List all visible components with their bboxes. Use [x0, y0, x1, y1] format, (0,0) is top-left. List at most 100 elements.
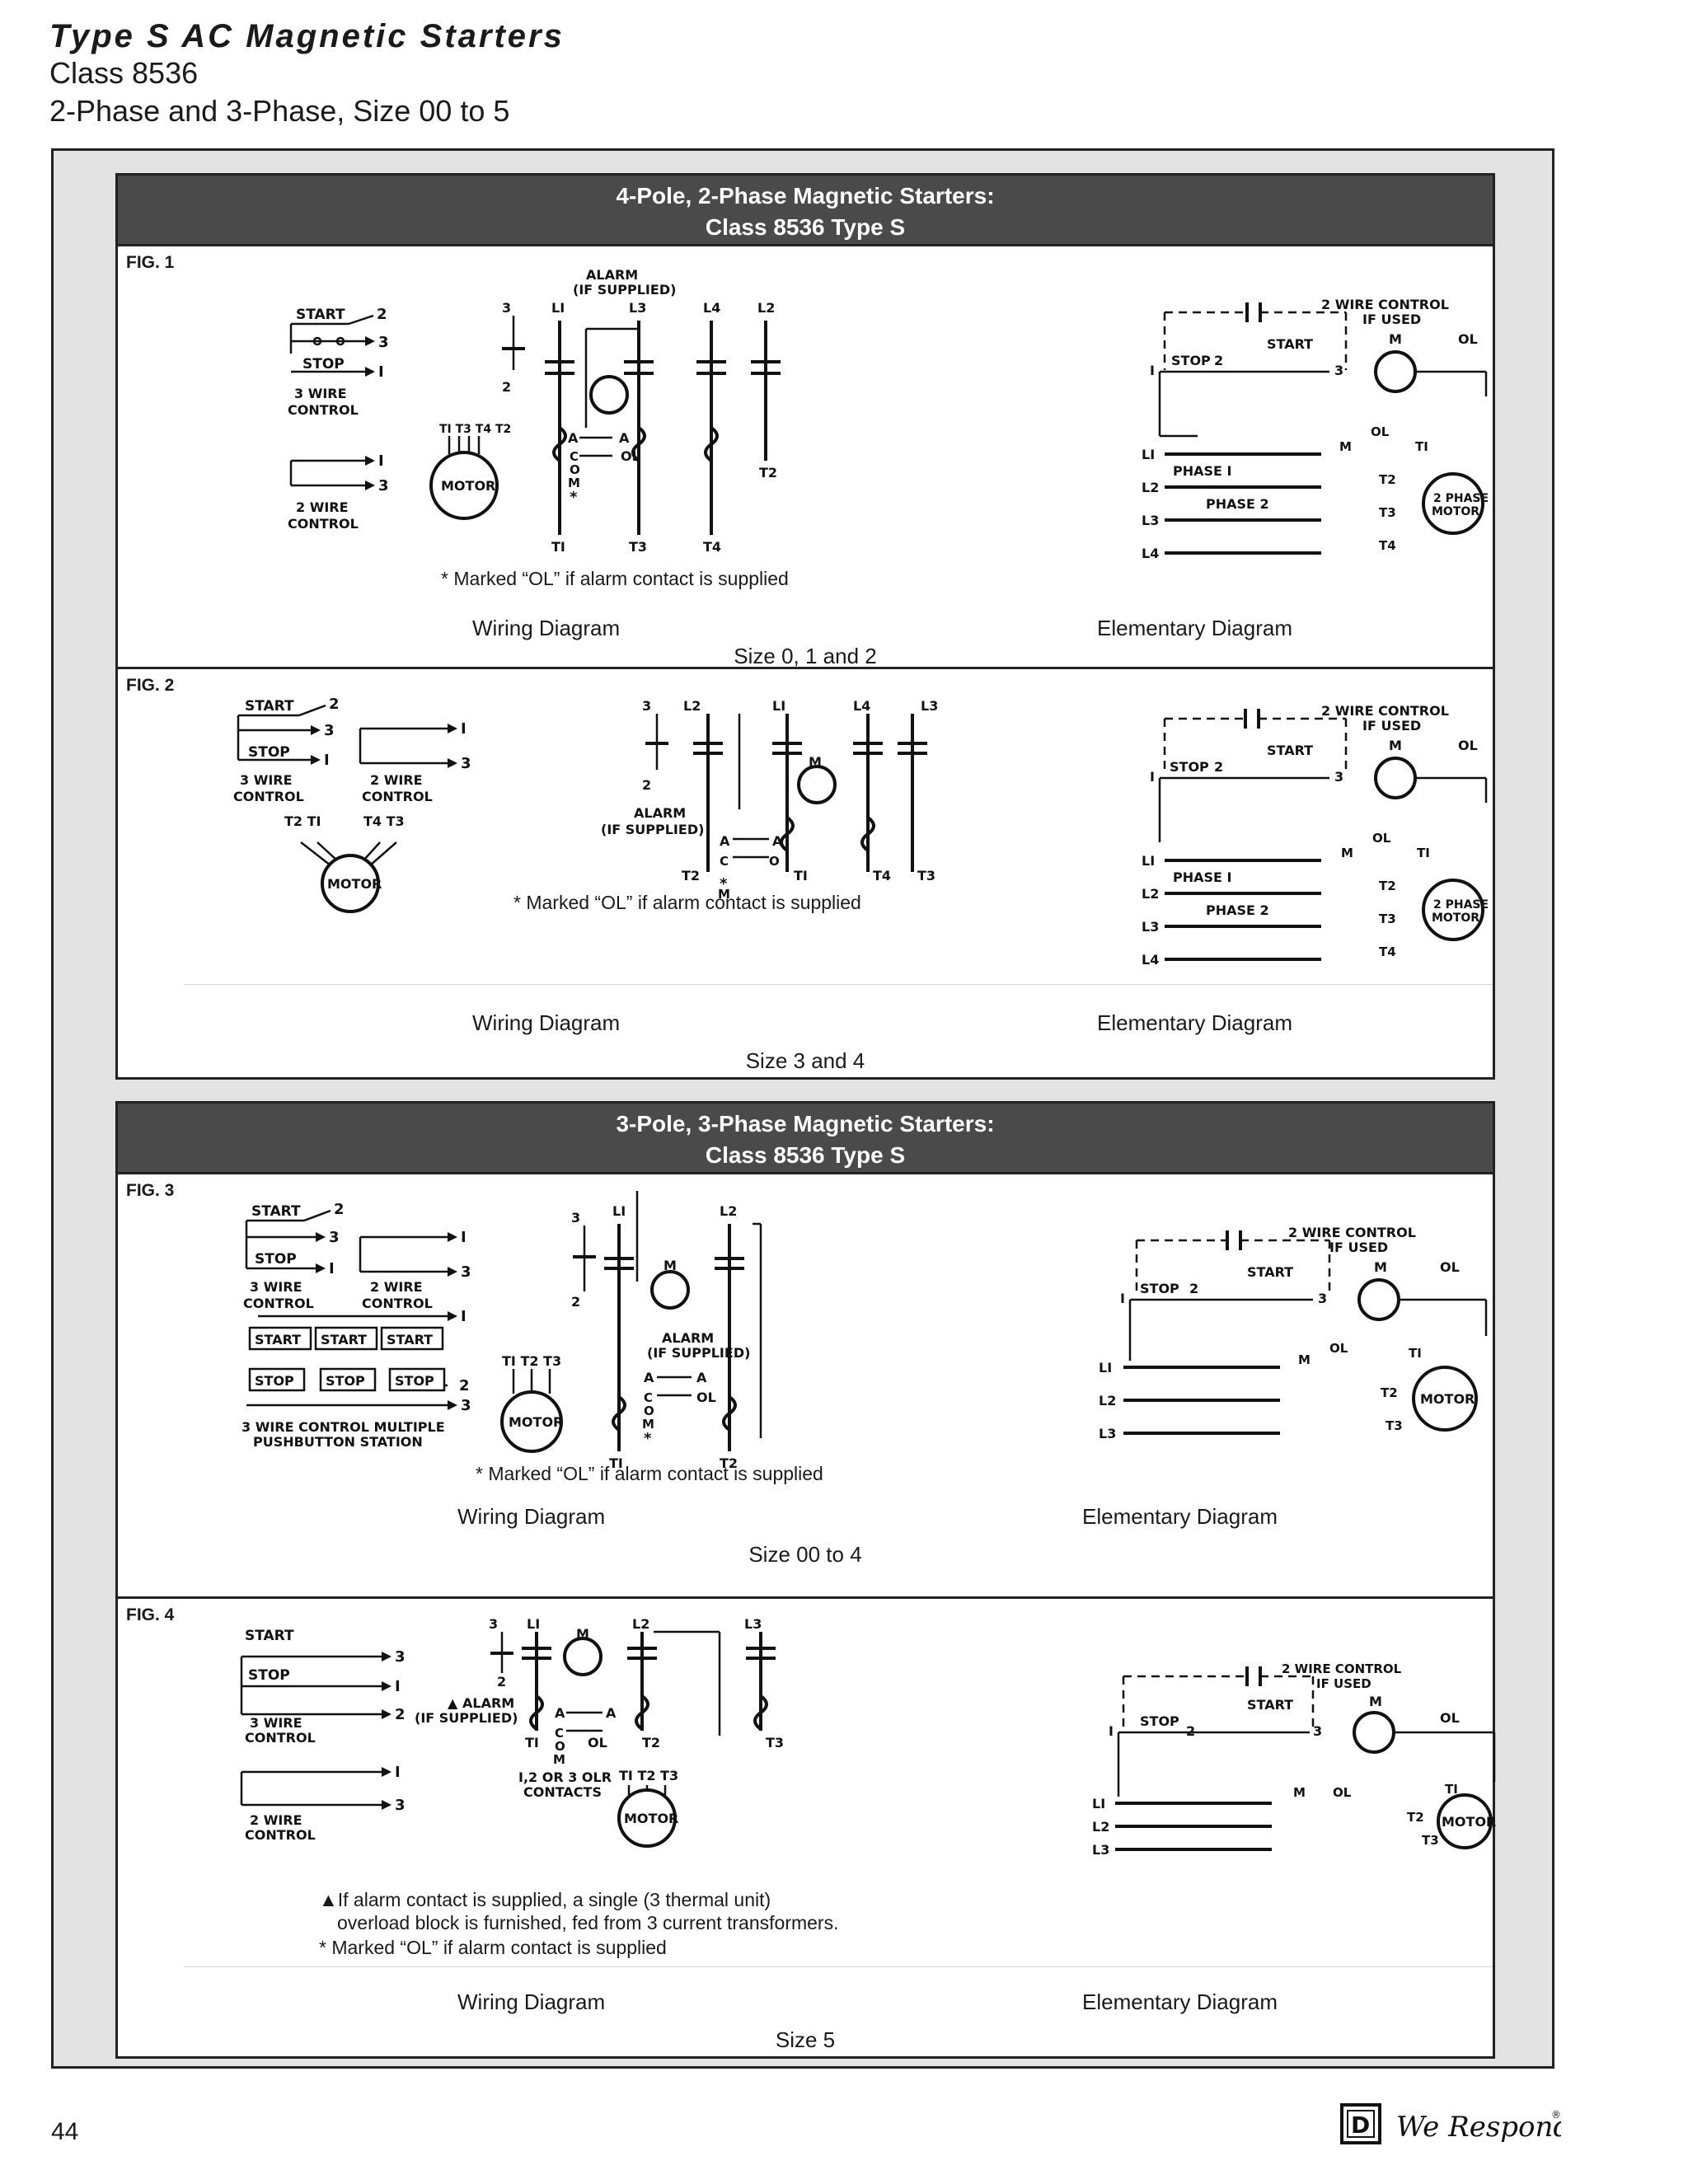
alarm-note: * Marked “OL” if alarm contact is suppli…: [319, 1937, 667, 1958]
motor-symbol: MOTOR TI T3 T4 T2: [429, 423, 511, 520]
svg-text:PHASE I: PHASE I: [1173, 869, 1231, 885]
svg-text:I,2 OR 3 OLR: I,2 OR 3 OLR: [518, 1769, 612, 1785]
svg-text:M: M: [809, 754, 822, 770]
three-wire-control: START 2 3 STOP I 3 WIRE CONTROL: [288, 306, 389, 418]
fig3-diagrams: START 2 3 STOP I 3 WIRE CONTROL I: [241, 1191, 1488, 1471]
svg-text:LI: LI: [1142, 853, 1155, 869]
svg-text:PUSHBUTTON STATION: PUSHBUTTON STATION: [253, 1434, 423, 1450]
size-caption: Size 3 and 4: [745, 1048, 865, 1073]
fig2-diagrams: START 2 3 STOP I 3 WIRE CONTROL I: [233, 696, 1489, 968]
svg-text:MOTOR: MOTOR: [1442, 1814, 1496, 1830]
svg-text:TI: TI: [609, 1455, 623, 1471]
svg-text:L3: L3: [1092, 1842, 1109, 1858]
svg-text:TI: TI: [1445, 1782, 1458, 1797]
svg-text:3: 3: [489, 1616, 498, 1632]
motor-symbol: TI T2 T3 MOTOR: [500, 1353, 563, 1453]
svg-text:TI T3 T4 T2: TI T3 T4 T2: [439, 423, 511, 436]
svg-text:T2: T2: [642, 1735, 660, 1750]
svg-text:M: M: [1389, 331, 1402, 347]
divider: [184, 984, 1493, 985]
svg-text:L3: L3: [921, 698, 938, 714]
svg-text:LI: LI: [1142, 447, 1155, 462]
svg-text:2: 2: [329, 696, 340, 713]
svg-text:OL: OL: [1440, 1259, 1460, 1275]
divider: [184, 1966, 1493, 1967]
svg-text:2: 2: [1214, 759, 1223, 775]
svg-text:3: 3: [324, 722, 335, 739]
alarm-note: * Marked “OL” if alarm contact is suppli…: [476, 1463, 823, 1484]
svg-text:*: *: [720, 875, 728, 893]
svg-text:CONTROL: CONTROL: [288, 516, 359, 532]
svg-text:T3: T3: [1379, 912, 1396, 926]
svg-text:2 WIRE: 2 WIRE: [296, 499, 349, 515]
svg-text:START: START: [1267, 743, 1313, 758]
three-wire-control: START 2 3 STOP I 3 WIRE CONTROL: [233, 696, 340, 804]
contactor-wiring: 3 2 LI TI L2 T2 M ALARM (IF: [571, 1191, 762, 1471]
svg-text:I: I: [329, 1260, 335, 1277]
svg-text:T4: T4: [1379, 538, 1396, 553]
svg-text:O: O: [769, 854, 780, 869]
page-number: 44: [51, 2118, 79, 2145]
svg-text:CONTROL: CONTROL: [288, 402, 359, 418]
svg-text:STOP: STOP: [248, 744, 290, 761]
svg-text:L3: L3: [1142, 919, 1159, 935]
svg-text:M: M: [576, 1626, 589, 1642]
svg-text:IF USED: IF USED: [1362, 312, 1421, 327]
svg-text:OL: OL: [696, 1390, 716, 1405]
svg-text:2: 2: [642, 777, 651, 793]
svg-text:M: M: [1341, 846, 1353, 860]
alarm-note: * Marked “OL” if alarm contact is suppli…: [513, 892, 861, 913]
page-title: Type S AC Magnetic Starters: [49, 18, 565, 54]
svg-text:CONTROL: CONTROL: [243, 1296, 314, 1311]
svg-text:STOP: STOP: [1171, 353, 1211, 368]
svg-text:START: START: [255, 1332, 301, 1347]
svg-text:STOP: STOP: [248, 1667, 290, 1684]
svg-text:3: 3: [378, 477, 389, 494]
contactor-wiring: 3 2 LI TI L3 T3 L4 T4 L2: [502, 267, 781, 555]
svg-text:(IF SUPPLIED): (IF SUPPLIED): [573, 282, 676, 298]
svg-text:L2: L2: [720, 1203, 737, 1219]
svg-text:L2: L2: [683, 698, 701, 714]
two-wire-control: I 3 2 WIRE CONTROL: [359, 1229, 471, 1311]
svg-text:2: 2: [459, 1377, 470, 1394]
svg-text:M: M: [1369, 1694, 1382, 1709]
elementary-diagram: 2 WIRE CONTROL IF USED I STOP 2 START 3 …: [1092, 1661, 1496, 1858]
svg-text:2: 2: [502, 379, 511, 395]
svg-text:STOP: STOP: [1140, 1713, 1179, 1729]
svg-text:TI: TI: [794, 868, 808, 883]
svg-text:D: D: [1351, 2111, 1370, 2139]
svg-text:T3: T3: [1386, 1418, 1403, 1433]
svg-text:O: O: [644, 1404, 654, 1418]
svg-text:TI T2 T3: TI T2 T3: [502, 1353, 561, 1369]
svg-text:OL: OL: [588, 1735, 607, 1750]
svg-text:L3: L3: [744, 1616, 762, 1632]
svg-text:3 WIRE: 3 WIRE: [250, 1279, 302, 1295]
svg-text:LI: LI: [1099, 1360, 1112, 1376]
svg-text:START: START: [245, 698, 294, 715]
svg-text:®: ®: [1551, 2109, 1561, 2121]
elementary-diagram-caption: Elementary Diagram: [1097, 616, 1292, 640]
svg-text:MOTOR: MOTOR: [1432, 912, 1479, 925]
svg-text:I: I: [1109, 1723, 1114, 1739]
svg-text:T2: T2: [1407, 1810, 1424, 1825]
svg-text:M: M: [663, 1258, 677, 1273]
svg-text:L4: L4: [853, 698, 870, 714]
svg-text:PHASE I: PHASE I: [1173, 463, 1231, 479]
svg-text:3: 3: [395, 1648, 406, 1666]
svg-text:L4: L4: [703, 300, 720, 316]
svg-text:PHASE 2: PHASE 2: [1206, 496, 1269, 512]
svg-text:3: 3: [461, 1263, 471, 1281]
svg-text:IF USED: IF USED: [1362, 718, 1421, 733]
transformer-note-line2: overload block is furnished, fed from 3 …: [337, 1912, 839, 1933]
two-wire-control: I 3 2 WIRE CONTROL: [288, 452, 389, 532]
svg-text:I: I: [324, 752, 330, 769]
svg-text:T4: T4: [1379, 944, 1396, 959]
svg-text:ALARM: ALARM: [634, 805, 686, 821]
alarm-note: * Marked “OL” if alarm contact is suppli…: [441, 568, 789, 589]
svg-text:M: M: [1298, 1352, 1311, 1367]
svg-text:M: M: [718, 887, 730, 902]
svg-text:2: 2: [1189, 1281, 1198, 1296]
fig1-diagrams: START 2 3 STOP I 3 WIRE CONTROL I: [288, 267, 1489, 561]
svg-text:We Respond.: We Respond.: [1396, 2111, 1561, 2144]
svg-text:I: I: [1150, 769, 1155, 785]
